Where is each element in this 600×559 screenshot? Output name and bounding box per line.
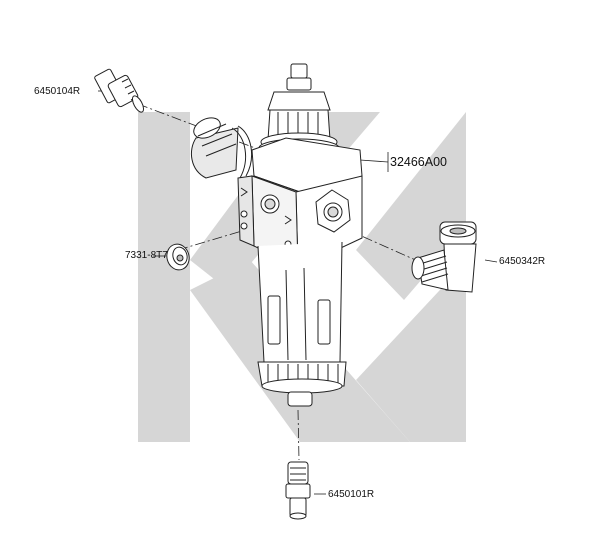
plug-left (166, 243, 190, 271)
fitting-bottom (285, 461, 311, 520)
part-label-plug-left: 7331-8T7 (125, 250, 168, 261)
part-label-elbow-right: 6450342R (499, 256, 546, 267)
part-label-regulator-body: 32466A00 (390, 155, 448, 169)
left-port-boss (190, 117, 253, 179)
regulator-body (237, 63, 363, 407)
part-label-fitting-top-left: 6450104R (34, 86, 81, 97)
part-label-fitting-bottom: 6450101R (328, 489, 375, 500)
fitting-top-left (94, 68, 145, 113)
leader-lines (98, 90, 498, 495)
elbow-fitting-right (411, 221, 477, 293)
